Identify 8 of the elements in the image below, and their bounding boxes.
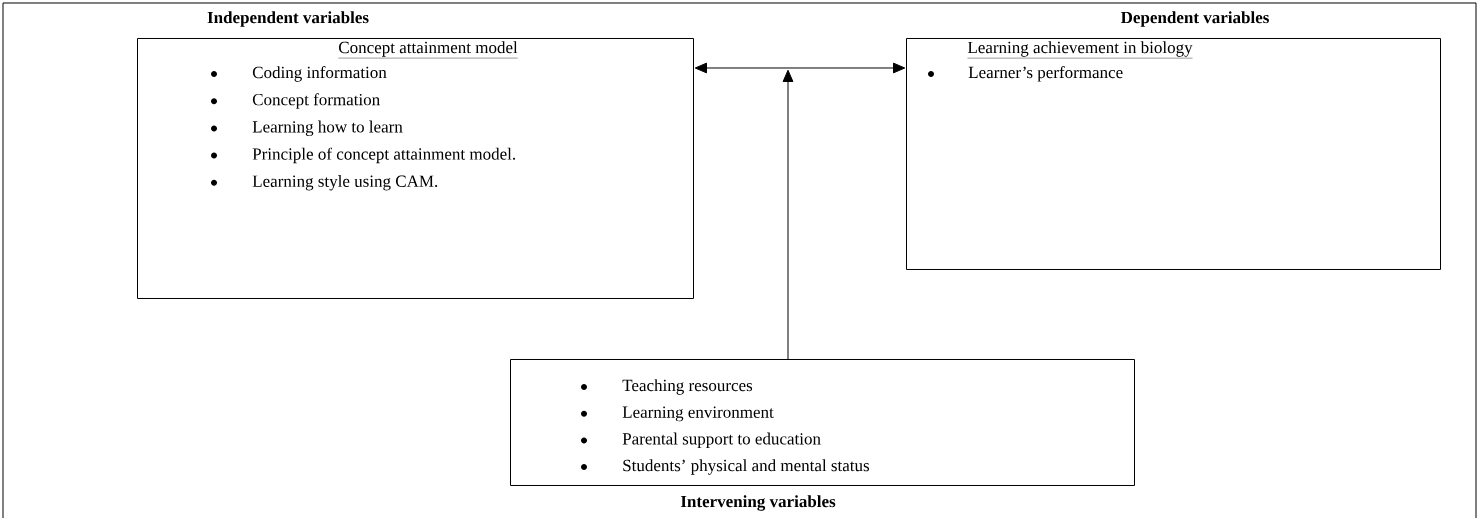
variable-box: Teaching resources Learning environment Parental support to education Students’ physical and mental status Intervening variables (510, 359, 1135, 511)
node-label: Dependent variables (1120, 11, 1269, 27)
arrow (694, 62, 906, 74)
variable-box: Independent variables Concept attainment model Coding information Concept formation Learning how to learn Principle of concept attainment model. Learning style using CAM. (137, 11, 694, 299)
node-label: Intervening variables (680, 495, 836, 511)
node-label: Independent variables (207, 11, 369, 27)
variable-box: Dependent variables Learning achievement in biology Learner’s performance (906, 11, 1441, 270)
arrow (782, 69, 794, 360)
